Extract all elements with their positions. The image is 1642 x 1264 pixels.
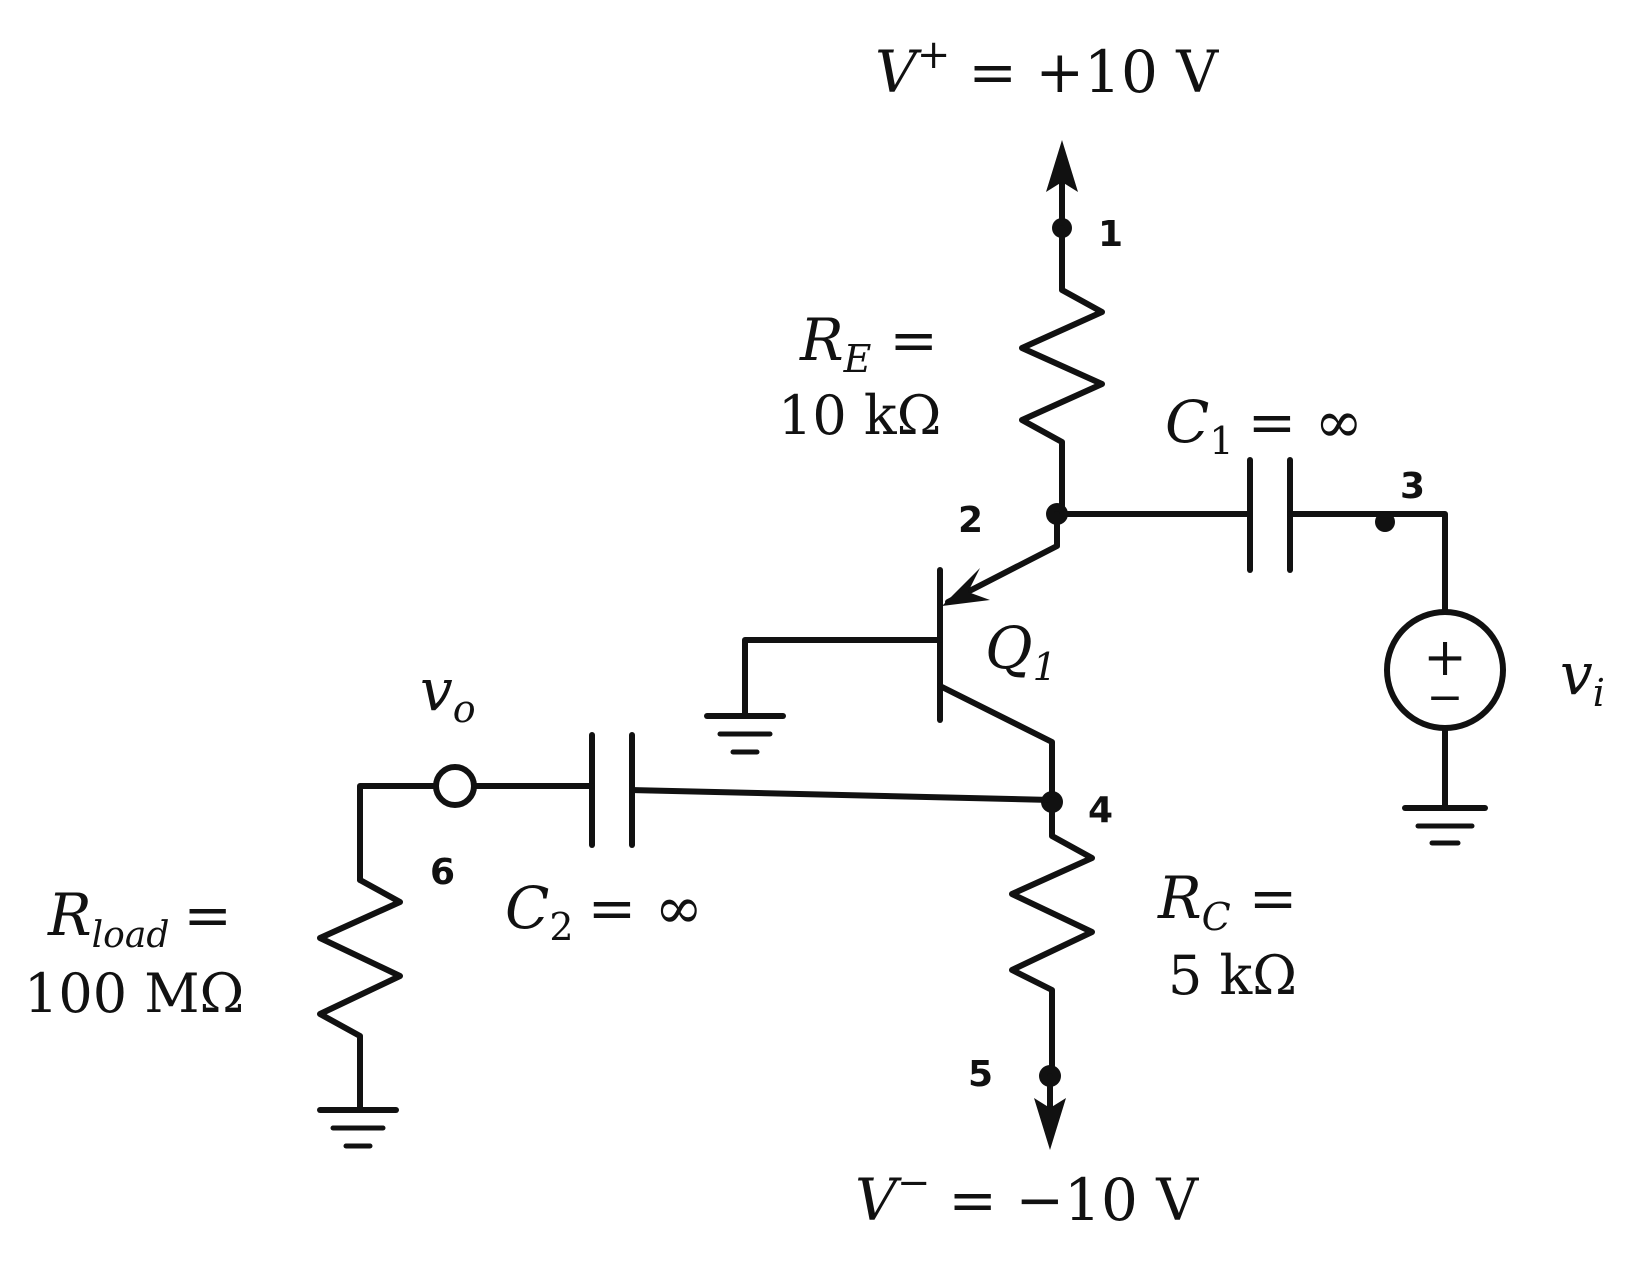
vplus-label: V+= +10 V	[875, 32, 1219, 106]
vminus-arrow	[1034, 1073, 1066, 1150]
wire-node4-c2	[629, 787, 1055, 803]
ground-rload	[317, 1107, 399, 1149]
re-value: 10 kΩ	[778, 384, 941, 447]
node-5-label: 5	[968, 1054, 993, 1095]
vo-label: vo	[420, 656, 476, 731]
source-minus-sign: −	[1427, 672, 1464, 723]
node-3-label: 3	[1400, 466, 1425, 507]
rload-value: 100 MΩ	[24, 962, 244, 1025]
node-2-label: 2	[958, 500, 983, 541]
vminus-label: V−= −10 V	[855, 1160, 1199, 1234]
rc-label: RC=	[1157, 864, 1297, 939]
wire-vo-rload	[357, 783, 439, 883]
re-label: RE=	[799, 306, 938, 381]
node-3-dot	[1375, 512, 1395, 532]
re-resistor	[1019, 225, 1105, 515]
vplus-arrow	[1046, 140, 1078, 231]
q1-transistor	[742, 511, 1060, 803]
node-1-label: 1	[1098, 214, 1123, 255]
node-6-label: 6	[430, 852, 455, 893]
wire-c1-source	[1287, 511, 1448, 613]
c1-label: C1= ∞	[1165, 388, 1363, 463]
node-4-label: 4	[1088, 790, 1113, 831]
rc-resistor	[1009, 797, 1095, 1077]
source-plus-sign: +	[1423, 628, 1467, 688]
rc-value: 5 kΩ	[1168, 944, 1297, 1007]
ground-base	[704, 713, 786, 755]
vi-label: vi	[1560, 640, 1605, 715]
rload-label: Rload=	[47, 881, 232, 956]
q1-label: Q1	[985, 614, 1057, 689]
c2-label: C2= ∞	[505, 874, 703, 949]
ground-source	[1402, 805, 1488, 846]
vo-terminal	[433, 764, 477, 808]
rload-resistor	[317, 877, 403, 1113]
